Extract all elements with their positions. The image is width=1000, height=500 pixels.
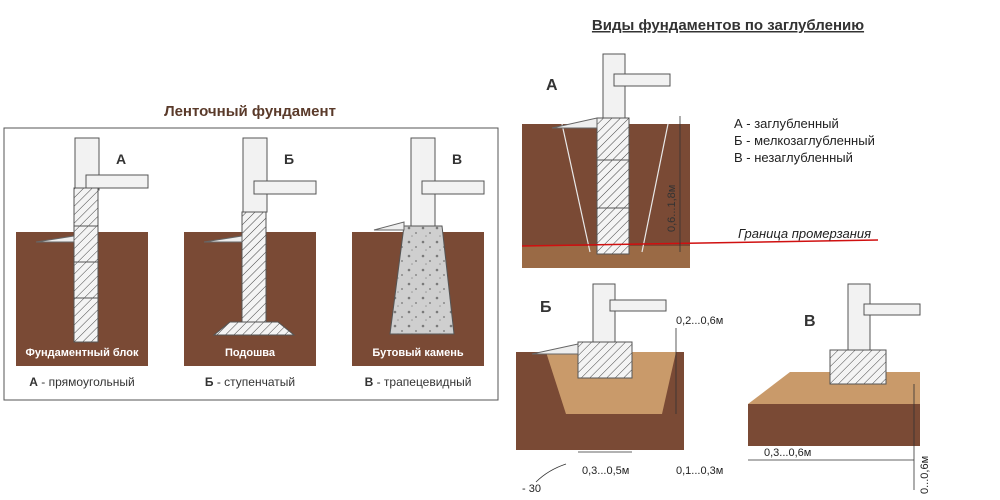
panel-v: В Бутовый камень xyxy=(352,137,485,366)
diagram-b-letter: Б xyxy=(540,299,552,316)
blind-area-a xyxy=(35,235,75,243)
diagram-v: В 0,3...0,6м 0...0,6м xyxy=(748,283,931,494)
left-title: Ленточный фундамент xyxy=(164,103,336,120)
soil-v-main xyxy=(748,404,920,446)
slab-b xyxy=(253,180,317,195)
panel-b-letter: Б xyxy=(284,151,294,167)
panel-b-inner-label: Подошва xyxy=(225,347,276,359)
foundation-v-right xyxy=(829,349,887,385)
legend-item-a: А - заглубленный xyxy=(734,116,839,131)
right-title: Виды фундаментов по заглублению xyxy=(592,17,864,34)
panel-a-inner-label: Фундаментный блок xyxy=(26,347,139,359)
caption-v-letter: В xyxy=(365,375,374,389)
blind-area-b xyxy=(203,235,243,243)
diagram-a-depth: 0,6...1,8м xyxy=(666,185,678,232)
slab-b-right xyxy=(609,299,667,312)
caption-v: В - трапецевидный xyxy=(365,375,472,389)
angle-arc-b xyxy=(535,463,567,483)
panel-v-inner-label: Бутовый камень xyxy=(372,347,463,359)
frost-line-label: Граница промерзания xyxy=(738,226,871,241)
slab-a xyxy=(85,174,149,189)
blind-area-v xyxy=(373,221,405,231)
diagram-v-depth: 0...0,6м xyxy=(919,456,931,494)
foundation-blocks-a xyxy=(73,187,99,343)
slab-v-right xyxy=(863,303,921,316)
footing-b xyxy=(212,321,296,336)
diagram-a-letter: А xyxy=(546,77,558,94)
foundation-b-right xyxy=(577,341,633,379)
caption-a: А - прямоугольный xyxy=(29,375,134,389)
caption-v-text: - трапецевидный xyxy=(373,375,471,389)
diagram-b-angle: - 30 xyxy=(522,483,541,495)
soil-a-bottom xyxy=(522,246,690,268)
caption-b-letter: Б xyxy=(205,375,214,389)
caption-a-letter: А xyxy=(29,375,38,389)
slab-v xyxy=(421,180,485,195)
legend: А - заглубленный Б - мелкозаглубленный В… xyxy=(734,116,875,165)
wall-a-right xyxy=(602,53,626,121)
foundation-b xyxy=(241,211,267,323)
diagram-b: Б 0,2...0,6м 0,3...0,5м 0,1...0,3м - 30 xyxy=(516,283,723,495)
foundation-a-right xyxy=(596,117,630,255)
diagram-b-width: 0,3...0,5м xyxy=(582,465,629,477)
panel-a: А Фундаментный блок xyxy=(16,137,149,366)
wall-b-right xyxy=(592,283,616,343)
wall-v-right xyxy=(847,283,871,351)
diagram-v-width: 0,3...0,6м xyxy=(764,447,811,459)
slab-a-right xyxy=(613,73,671,87)
panel-v-letter: В xyxy=(452,151,462,167)
caption-b: Б - ступенчатый xyxy=(205,375,295,389)
diagram-a: А 0,6...1,8м Граница промерзания xyxy=(521,53,879,268)
trench-line-right xyxy=(641,123,669,253)
trench-line-left xyxy=(561,123,591,253)
panel-b: Б Подошва xyxy=(184,137,317,366)
frost-line xyxy=(521,239,879,247)
rubble-stone-v xyxy=(389,225,455,335)
wall-b xyxy=(242,137,268,213)
caption-a-text: - прямоугольный xyxy=(38,375,135,389)
caption-b-text: - ступенчатый xyxy=(214,375,296,389)
blind-area-a-right xyxy=(551,117,598,129)
legend-item-v: В - незаглубленный xyxy=(734,150,853,165)
panel-a-letter: А xyxy=(116,151,126,167)
blind-area-b-right xyxy=(531,343,579,355)
diagram-b-depth: 0,2...0,6м xyxy=(676,315,723,327)
diagram-b-extra: 0,1...0,3м xyxy=(676,465,723,477)
diagram-v-letter: В xyxy=(804,313,816,330)
legend-item-b: Б - мелкозаглубленный xyxy=(734,133,875,148)
